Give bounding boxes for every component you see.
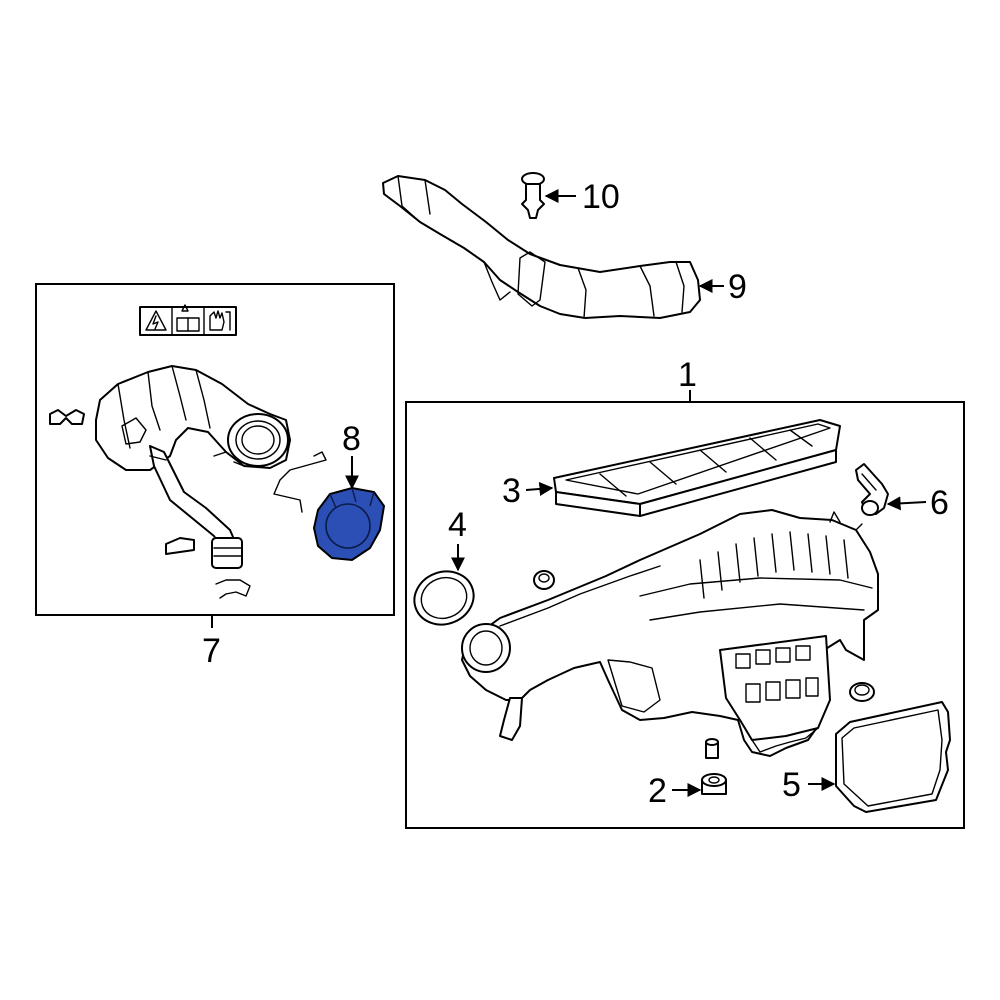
housing-gasket[interactable] xyxy=(835,701,951,813)
callout-number: 3 xyxy=(502,472,521,510)
air-cleaner-housing[interactable] xyxy=(461,509,879,757)
callout-number: 2 xyxy=(648,772,667,810)
callout-9: 9 xyxy=(698,268,747,306)
callout-6: 6 xyxy=(886,484,949,522)
seal-ring[interactable] xyxy=(407,563,481,632)
highlighted-seal-ring[interactable] xyxy=(312,486,386,562)
push-pin-clip[interactable] xyxy=(521,172,545,219)
callout-number: 6 xyxy=(930,484,949,522)
grommet[interactable] xyxy=(701,773,727,795)
air-duct-resonator-assembly[interactable] xyxy=(49,365,327,599)
electric-hazard-icon xyxy=(145,310,167,331)
callout-1: 1 xyxy=(678,356,697,402)
callout-5: 5 xyxy=(782,766,836,804)
callout-number: 7 xyxy=(202,632,221,670)
callout-4: 4 xyxy=(448,506,467,572)
callout-number: 9 xyxy=(728,268,747,306)
callout-number: 5 xyxy=(782,766,801,804)
read-manual-icon xyxy=(176,304,200,332)
grommet-top[interactable] xyxy=(533,570,555,590)
callout-number: 10 xyxy=(582,178,620,216)
callout-7: 7 xyxy=(202,615,221,670)
callout-number: 4 xyxy=(448,506,467,544)
air-filter-element[interactable] xyxy=(553,419,841,517)
assembly-box-7 xyxy=(35,283,395,616)
callout-number: 8 xyxy=(342,420,361,458)
grommet-upper[interactable] xyxy=(705,738,719,759)
air-inlet-duct[interactable] xyxy=(382,175,701,319)
assembly-box-1 xyxy=(405,401,965,829)
callout-3: 3 xyxy=(502,472,554,510)
sensor[interactable] xyxy=(855,463,889,516)
warning-label xyxy=(139,304,237,336)
callout-10: 10 xyxy=(544,178,620,216)
callout-8: 8 xyxy=(342,420,361,490)
callout-number: 1 xyxy=(678,356,697,394)
hand-warning-icon xyxy=(209,310,231,331)
callout-2: 2 xyxy=(648,772,702,810)
